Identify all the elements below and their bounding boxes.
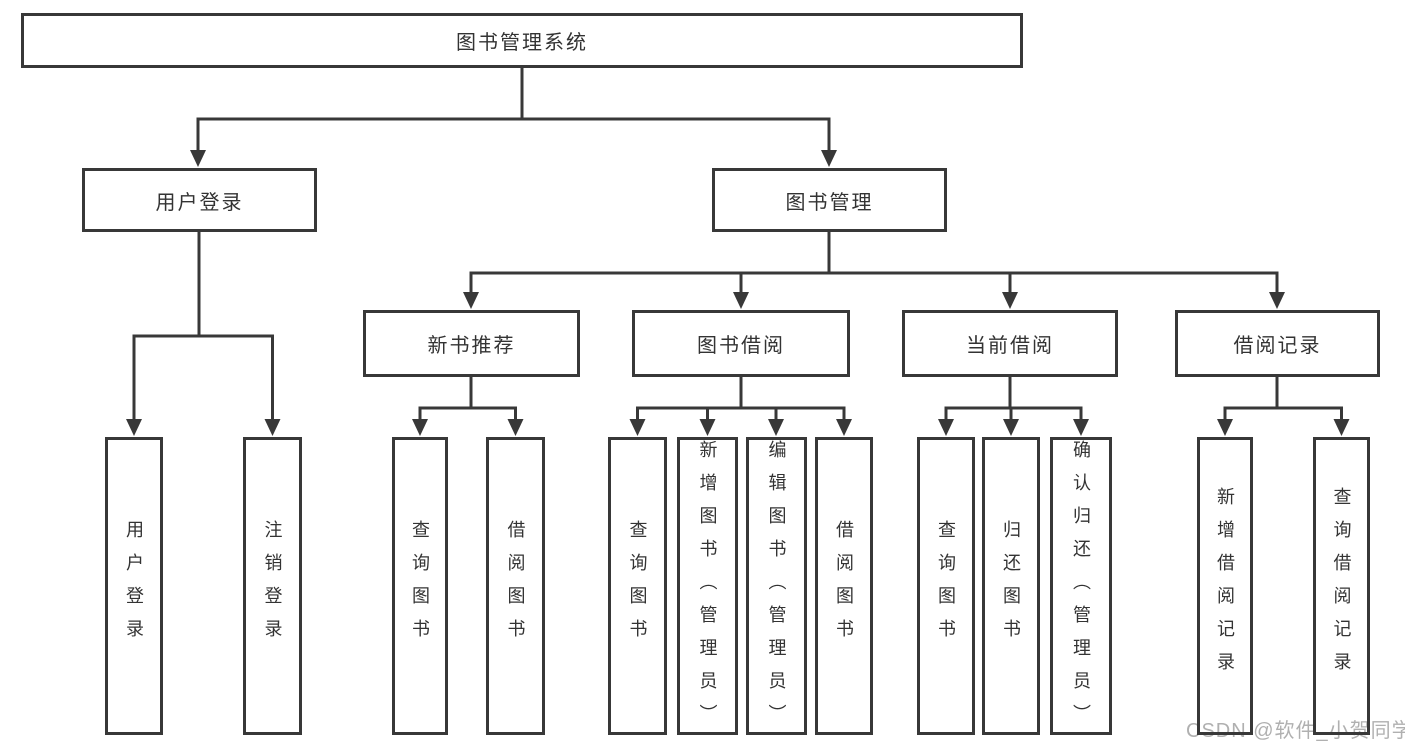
node-user-login: 用户登录 (82, 168, 317, 232)
connector-root-to-level2 (196, 68, 831, 155)
node-current-borrow: 当前借阅 (902, 310, 1118, 377)
arrowhead-down-icon (126, 419, 142, 436)
arrowhead-down-icon (1269, 292, 1285, 309)
leaf-return-books: 归还图书 (982, 437, 1040, 735)
arrowhead-down-icon (412, 419, 428, 436)
node-book-management: 图书管理 (712, 168, 947, 232)
arrowhead-down-icon (699, 419, 716, 436)
arrowhead-down-icon (1003, 419, 1019, 436)
connector-paths (132, 68, 1343, 426)
leaf-add-borrow-record: 新增借阅记录 (1197, 437, 1253, 735)
leaf-confirm-return-admin: 确认归还（管理员） (1050, 437, 1112, 737)
connector-new-book-branch (418, 377, 517, 426)
leaf-add-book-admin: 新增图书（管理员） (677, 437, 738, 737)
connector-borrow-records-branch (1223, 377, 1343, 426)
connector-current-borrow-branch (944, 377, 1083, 426)
leaf-edit-book-admin: 编辑图书（管理员） (746, 437, 807, 737)
leaf-logout: 注销登录 (243, 437, 302, 735)
arrowhead-down-icon (821, 150, 837, 167)
arrowhead-down-icon (507, 419, 524, 436)
arrowhead-down-icon (1073, 419, 1089, 436)
arrowhead-down-icon (938, 419, 954, 436)
connector-book-borrow-branch (636, 377, 846, 426)
arrowhead-down-icon (264, 419, 281, 436)
leaf-user-login: 用户登录 (105, 437, 163, 735)
node-borrow-records: 借阅记录 (1175, 310, 1380, 377)
arrowhead-down-icon (733, 292, 749, 309)
node-book-borrow: 图书借阅 (632, 310, 850, 377)
leaf-query-books-recommend: 查询图书 (392, 437, 448, 735)
arrowhead-down-icon (629, 419, 646, 436)
arrowhead-down-icon (1333, 419, 1350, 436)
leaf-query-borrow-record: 查询借阅记录 (1313, 437, 1370, 735)
arrowhead-down-icon (1002, 292, 1018, 309)
leaf-query-books-current: 查询图书 (917, 437, 975, 735)
node-new-book-recommend: 新书推荐 (363, 310, 580, 377)
arrowhead-down-icon (768, 419, 784, 436)
watermark-csdn: CSDN @软件_小贺同学 (1186, 720, 1405, 742)
connector-user-login-branch (132, 232, 274, 424)
arrowhead-down-icon (836, 419, 852, 436)
leaf-borrow-books: 借阅图书 (815, 437, 873, 735)
arrowhead-down-icon (1217, 419, 1233, 436)
arrowheads (126, 150, 1350, 436)
leaf-borrow-books-recommend: 借阅图书 (486, 437, 545, 735)
arrowhead-down-icon (463, 292, 479, 309)
leaf-query-books-borrow: 查询图书 (608, 437, 667, 735)
node-library-management-system: 图书管理系统 (21, 13, 1023, 68)
arrowhead-down-icon (190, 150, 206, 167)
connector-book-management-branch (469, 232, 1279, 297)
